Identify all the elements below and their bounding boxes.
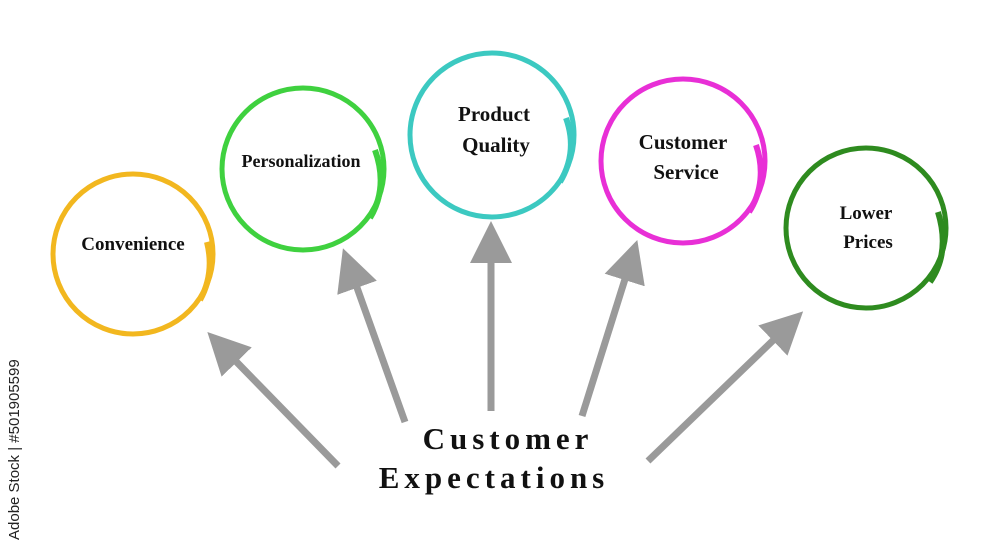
node-convenience: Convenience xyxy=(50,171,216,337)
node-personalization: Personalization xyxy=(219,85,387,253)
arrow-to-personalization xyxy=(337,248,409,424)
center-title-line2: Expectations xyxy=(379,460,610,495)
node-label: Prices xyxy=(843,232,893,253)
node-lower-prices: Lower Prices xyxy=(783,145,949,311)
node-ring xyxy=(407,50,577,220)
node-label: Customer xyxy=(639,130,728,154)
node-label: Product xyxy=(458,102,530,126)
node-ring xyxy=(598,76,768,246)
node-ring-tail xyxy=(746,144,764,214)
node-ring xyxy=(219,85,387,253)
node-label: Quality xyxy=(462,133,530,157)
node-ring-tail xyxy=(557,116,574,184)
node-label: Lower xyxy=(840,203,893,224)
node-ring-tail xyxy=(367,148,384,220)
arrow-to-convenience xyxy=(207,331,341,469)
node-customer-service: Customer Service xyxy=(598,76,768,246)
node-ring xyxy=(783,145,949,311)
arrow-to-lower-prices xyxy=(645,311,804,464)
arrow-to-customer-service xyxy=(578,239,645,418)
node-ring-tail xyxy=(197,241,213,302)
node-product-quality: Product Quality xyxy=(407,50,577,220)
arrows xyxy=(207,221,804,469)
node-ring-tail xyxy=(927,211,946,284)
node-label: Personalization xyxy=(242,151,361,171)
stock-watermark: Adobe Stock | #501905599 xyxy=(6,359,23,540)
node-ring xyxy=(50,171,216,337)
center-title-line1: Customer xyxy=(423,421,594,456)
node-label: Convenience xyxy=(81,234,184,255)
node-label: Service xyxy=(653,160,718,184)
center-title: Customer Expectations xyxy=(379,421,610,495)
